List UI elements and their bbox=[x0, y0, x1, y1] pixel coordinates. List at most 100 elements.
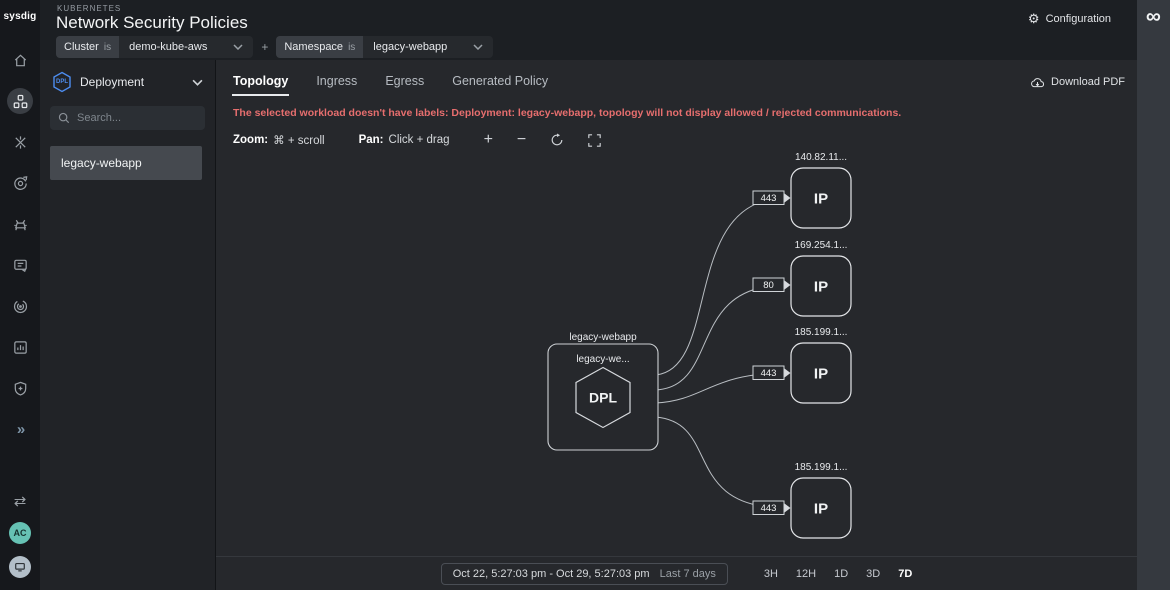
workload-type: DPL bbox=[589, 390, 617, 406]
workload-group-node[interactable]: legacy-webapp legacy-we... DPL bbox=[547, 332, 659, 451]
tab-egress[interactable]: Egress bbox=[385, 73, 425, 88]
svg-text:IP: IP bbox=[814, 501, 828, 518]
breadcrumb: KUBERNETES bbox=[57, 4, 122, 13]
download-pdf-label: Download PDF bbox=[1051, 76, 1125, 88]
workload-label: legacy-we... bbox=[576, 354, 629, 365]
time-range-value: Oct 22, 5:27:03 pm - Oct 29, 5:27:03 pm bbox=[452, 567, 650, 580]
sysdig-logo: sysdig bbox=[3, 11, 37, 22]
range-option-1d[interactable]: 1D bbox=[834, 567, 849, 580]
ip-node-1[interactable]: 140.82.11... IP 443 bbox=[752, 152, 852, 229]
range-option-3h[interactable]: 3H bbox=[763, 567, 778, 580]
infrastructure-icon[interactable] bbox=[7, 88, 33, 114]
time-range-picker[interactable]: Oct 22, 5:27:03 pm - Oct 29, 5:27:03 pm … bbox=[440, 562, 728, 585]
download-pdf-button[interactable]: Download PDF bbox=[1030, 76, 1125, 88]
cluster-filter-op: is bbox=[103, 41, 112, 53]
ip-node-2[interactable]: 169.254.1... IP 80 bbox=[752, 240, 852, 317]
cluster-filter[interactable]: Cluster is demo-kube-aws bbox=[56, 36, 254, 58]
main-content: Topology Ingress Egress Generated Policy… bbox=[216, 60, 1137, 590]
zoom-in-button[interactable]: + bbox=[483, 131, 493, 148]
home-icon[interactable] bbox=[7, 47, 33, 73]
missing-labels-warning: The selected workload doesn't have label… bbox=[233, 107, 902, 119]
shield-plus-icon[interactable] bbox=[7, 375, 33, 401]
tab-generated-policy[interactable]: Generated Policy bbox=[452, 73, 549, 88]
user-avatar[interactable]: AC bbox=[9, 522, 31, 544]
deployment-hexagon[interactable] bbox=[575, 366, 631, 429]
chevron-down-icon bbox=[192, 79, 203, 86]
search-icon bbox=[58, 112, 70, 124]
topology-canvas[interactable]: legacy-webapp legacy-we... DPL 140.82.11… bbox=[216, 150, 1137, 556]
gear-icon: ⚙ bbox=[1027, 11, 1040, 26]
svg-text:443: 443 bbox=[761, 503, 777, 514]
cloud-download-icon bbox=[1031, 77, 1045, 87]
ip-label: 169.254.1... bbox=[795, 240, 848, 251]
port-badge-3: 443 bbox=[752, 365, 791, 380]
page-header: KUBERNETES Network Security Policies ⚙ C… bbox=[40, 0, 1137, 60]
namespace-filter-value: legacy-webapp bbox=[373, 41, 448, 53]
time-range-bar: Oct 22, 5:27:03 pm - Oct 29, 5:27:03 pm … bbox=[216, 556, 1137, 590]
zoom-out-button[interactable]: − bbox=[516, 131, 527, 148]
edge-4 bbox=[630, 416, 787, 509]
namespace-filter-key: Namespace bbox=[284, 41, 344, 53]
sidebar-item-legacy-webapp[interactable]: legacy-webapp bbox=[50, 146, 202, 180]
threat-bug-icon[interactable] bbox=[7, 211, 33, 237]
configuration-button[interactable]: ⚙ Configuration bbox=[1028, 11, 1111, 27]
workload-type-selector[interactable]: DPL Deployment bbox=[40, 60, 215, 102]
edge-2 bbox=[630, 284, 787, 391]
namespace-filter-op: is bbox=[348, 41, 356, 53]
left-nav-rail: sysdig » ⇄ AC bbox=[0, 0, 40, 590]
range-option-12h[interactable]: 12H bbox=[795, 567, 817, 580]
reports-chart-icon[interactable] bbox=[7, 334, 33, 360]
namespace-filter[interactable]: Namespace is legacy-webapp bbox=[276, 36, 494, 58]
svg-text:IP: IP bbox=[814, 279, 828, 296]
cluster-filter-key: Cluster bbox=[64, 41, 99, 53]
range-option-3d[interactable]: 3D bbox=[866, 567, 881, 580]
workload-type-label: Deployment bbox=[80, 75, 145, 89]
pan-hint: Pan:Click + drag bbox=[358, 134, 450, 146]
add-filter-button[interactable]: + bbox=[261, 40, 269, 54]
port-badge-4: 443 bbox=[752, 500, 791, 515]
ip-label: 185.199.1... bbox=[795, 462, 848, 473]
identity-fingerprint-icon[interactable] bbox=[7, 293, 33, 319]
quick-range-options: 3H 12H 1D 3D 7D bbox=[764, 568, 912, 580]
reset-view-icon[interactable] bbox=[550, 133, 564, 147]
svg-text:443: 443 bbox=[761, 193, 777, 204]
tab-ingress[interactable]: Ingress bbox=[316, 73, 358, 88]
configuration-label: Configuration bbox=[1045, 13, 1111, 25]
svg-text:443: 443 bbox=[761, 368, 777, 379]
tab-topology[interactable]: Topology bbox=[232, 69, 290, 96]
time-range-preset: Last 7 days bbox=[659, 567, 716, 580]
cluster-filter-value: demo-kube-aws bbox=[129, 41, 208, 53]
compliance-target-icon[interactable] bbox=[7, 170, 33, 196]
ip-node-3[interactable]: 185.199.1... IP 443 bbox=[752, 327, 852, 404]
ip-label: 185.199.1... bbox=[795, 327, 848, 338]
chevron-down-icon bbox=[233, 44, 243, 50]
sysdig-infinity-logo-icon[interactable]: ∞ bbox=[1146, 5, 1161, 28]
search-placeholder: Search... bbox=[77, 112, 122, 124]
range-option-7d[interactable]: 7D bbox=[898, 567, 913, 580]
svg-text:80: 80 bbox=[763, 280, 774, 291]
deployment-hexagon-icon: DPL bbox=[52, 71, 72, 93]
workload-sidebar: DPL Deployment Search... legacy-webapp bbox=[40, 60, 216, 590]
tab-bar: Topology Ingress Egress Generated Policy… bbox=[232, 68, 1125, 96]
svg-text:IP: IP bbox=[814, 191, 828, 208]
zoom-hint: Zoom:⌘ + scroll bbox=[233, 134, 325, 147]
fullscreen-icon[interactable] bbox=[588, 133, 602, 147]
port-badge-1: 443 bbox=[752, 190, 791, 205]
switch-product-icon[interactable]: ⇄ bbox=[13, 493, 27, 510]
chevron-down-icon bbox=[473, 44, 483, 50]
edge-1 bbox=[630, 197, 787, 376]
canvas-controls: Zoom:⌘ + scroll Pan:Click + drag + − bbox=[233, 129, 625, 151]
svg-text:IP: IP bbox=[814, 366, 828, 383]
ip-node-4[interactable]: 185.199.1... IP 443 bbox=[752, 462, 852, 539]
search-input[interactable]: Search... bbox=[50, 106, 205, 130]
policy-document-icon[interactable] bbox=[7, 252, 33, 278]
group-label: legacy-webapp bbox=[569, 332, 637, 343]
host-monitor-icon[interactable] bbox=[9, 556, 31, 578]
page-title: Network Security Policies bbox=[56, 13, 248, 32]
right-product-rail: ∞ bbox=[1137, 0, 1170, 590]
filter-bar: Cluster is demo-kube-aws + Namespace is … bbox=[56, 36, 494, 58]
sparkle-icon[interactable] bbox=[7, 129, 33, 155]
port-badge-2: 80 bbox=[752, 277, 791, 292]
expand-nav-icon[interactable]: » bbox=[16, 420, 25, 438]
ip-label: 140.82.11... bbox=[795, 152, 847, 163]
